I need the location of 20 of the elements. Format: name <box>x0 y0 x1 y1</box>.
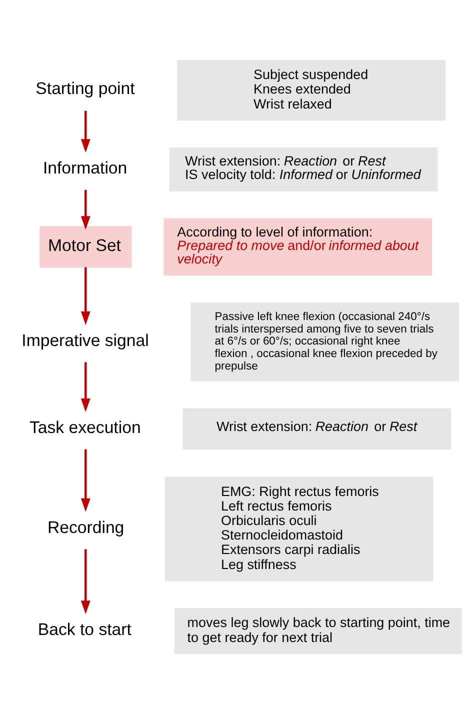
arrow <box>80 448 90 512</box>
node-text: Back to start <box>38 619 132 638</box>
arrow <box>80 362 90 412</box>
node-box: Wrist extension: Reaction or Rest <box>182 408 452 450</box>
node-text: Task execution <box>30 417 141 436</box>
node-box: Wrist extension: Reaction or Rest IS velocity told: Informed or Uninformed <box>169 147 438 191</box>
node-box: Motor Set <box>40 226 132 268</box>
arrow <box>80 266 90 324</box>
node-text: Imperative signal <box>22 330 149 350</box>
node-box: According to level of information: Prepared to move and/or informed about velocity <box>164 218 432 276</box>
node-box: moves leg slowly back to starting point, time to get ready for next trial <box>174 608 462 654</box>
node-box: EMG: Right rectus femoris Left rectus femoris Orbicularis oculi Sternocleidomastoid Extensors carpi radialis Leg stiffness <box>164 476 434 581</box>
arrow <box>80 189 90 230</box>
node-text: Starting point <box>36 78 135 98</box>
node-text: Recording <box>47 517 124 536</box>
node-box: Passive left knee flexion (occasional 240°/s trials interspersed among five to seven trials at 6°/s or 60°/s; occasional right knee flexion , occasional knee flexion preceded by prepulse <box>190 302 460 381</box>
node-text: Information <box>42 158 128 177</box>
arrow <box>80 548 90 614</box>
arrow <box>80 110 90 152</box>
node-box: Subject suspended Knees extended Wrist relaxed <box>177 59 446 120</box>
